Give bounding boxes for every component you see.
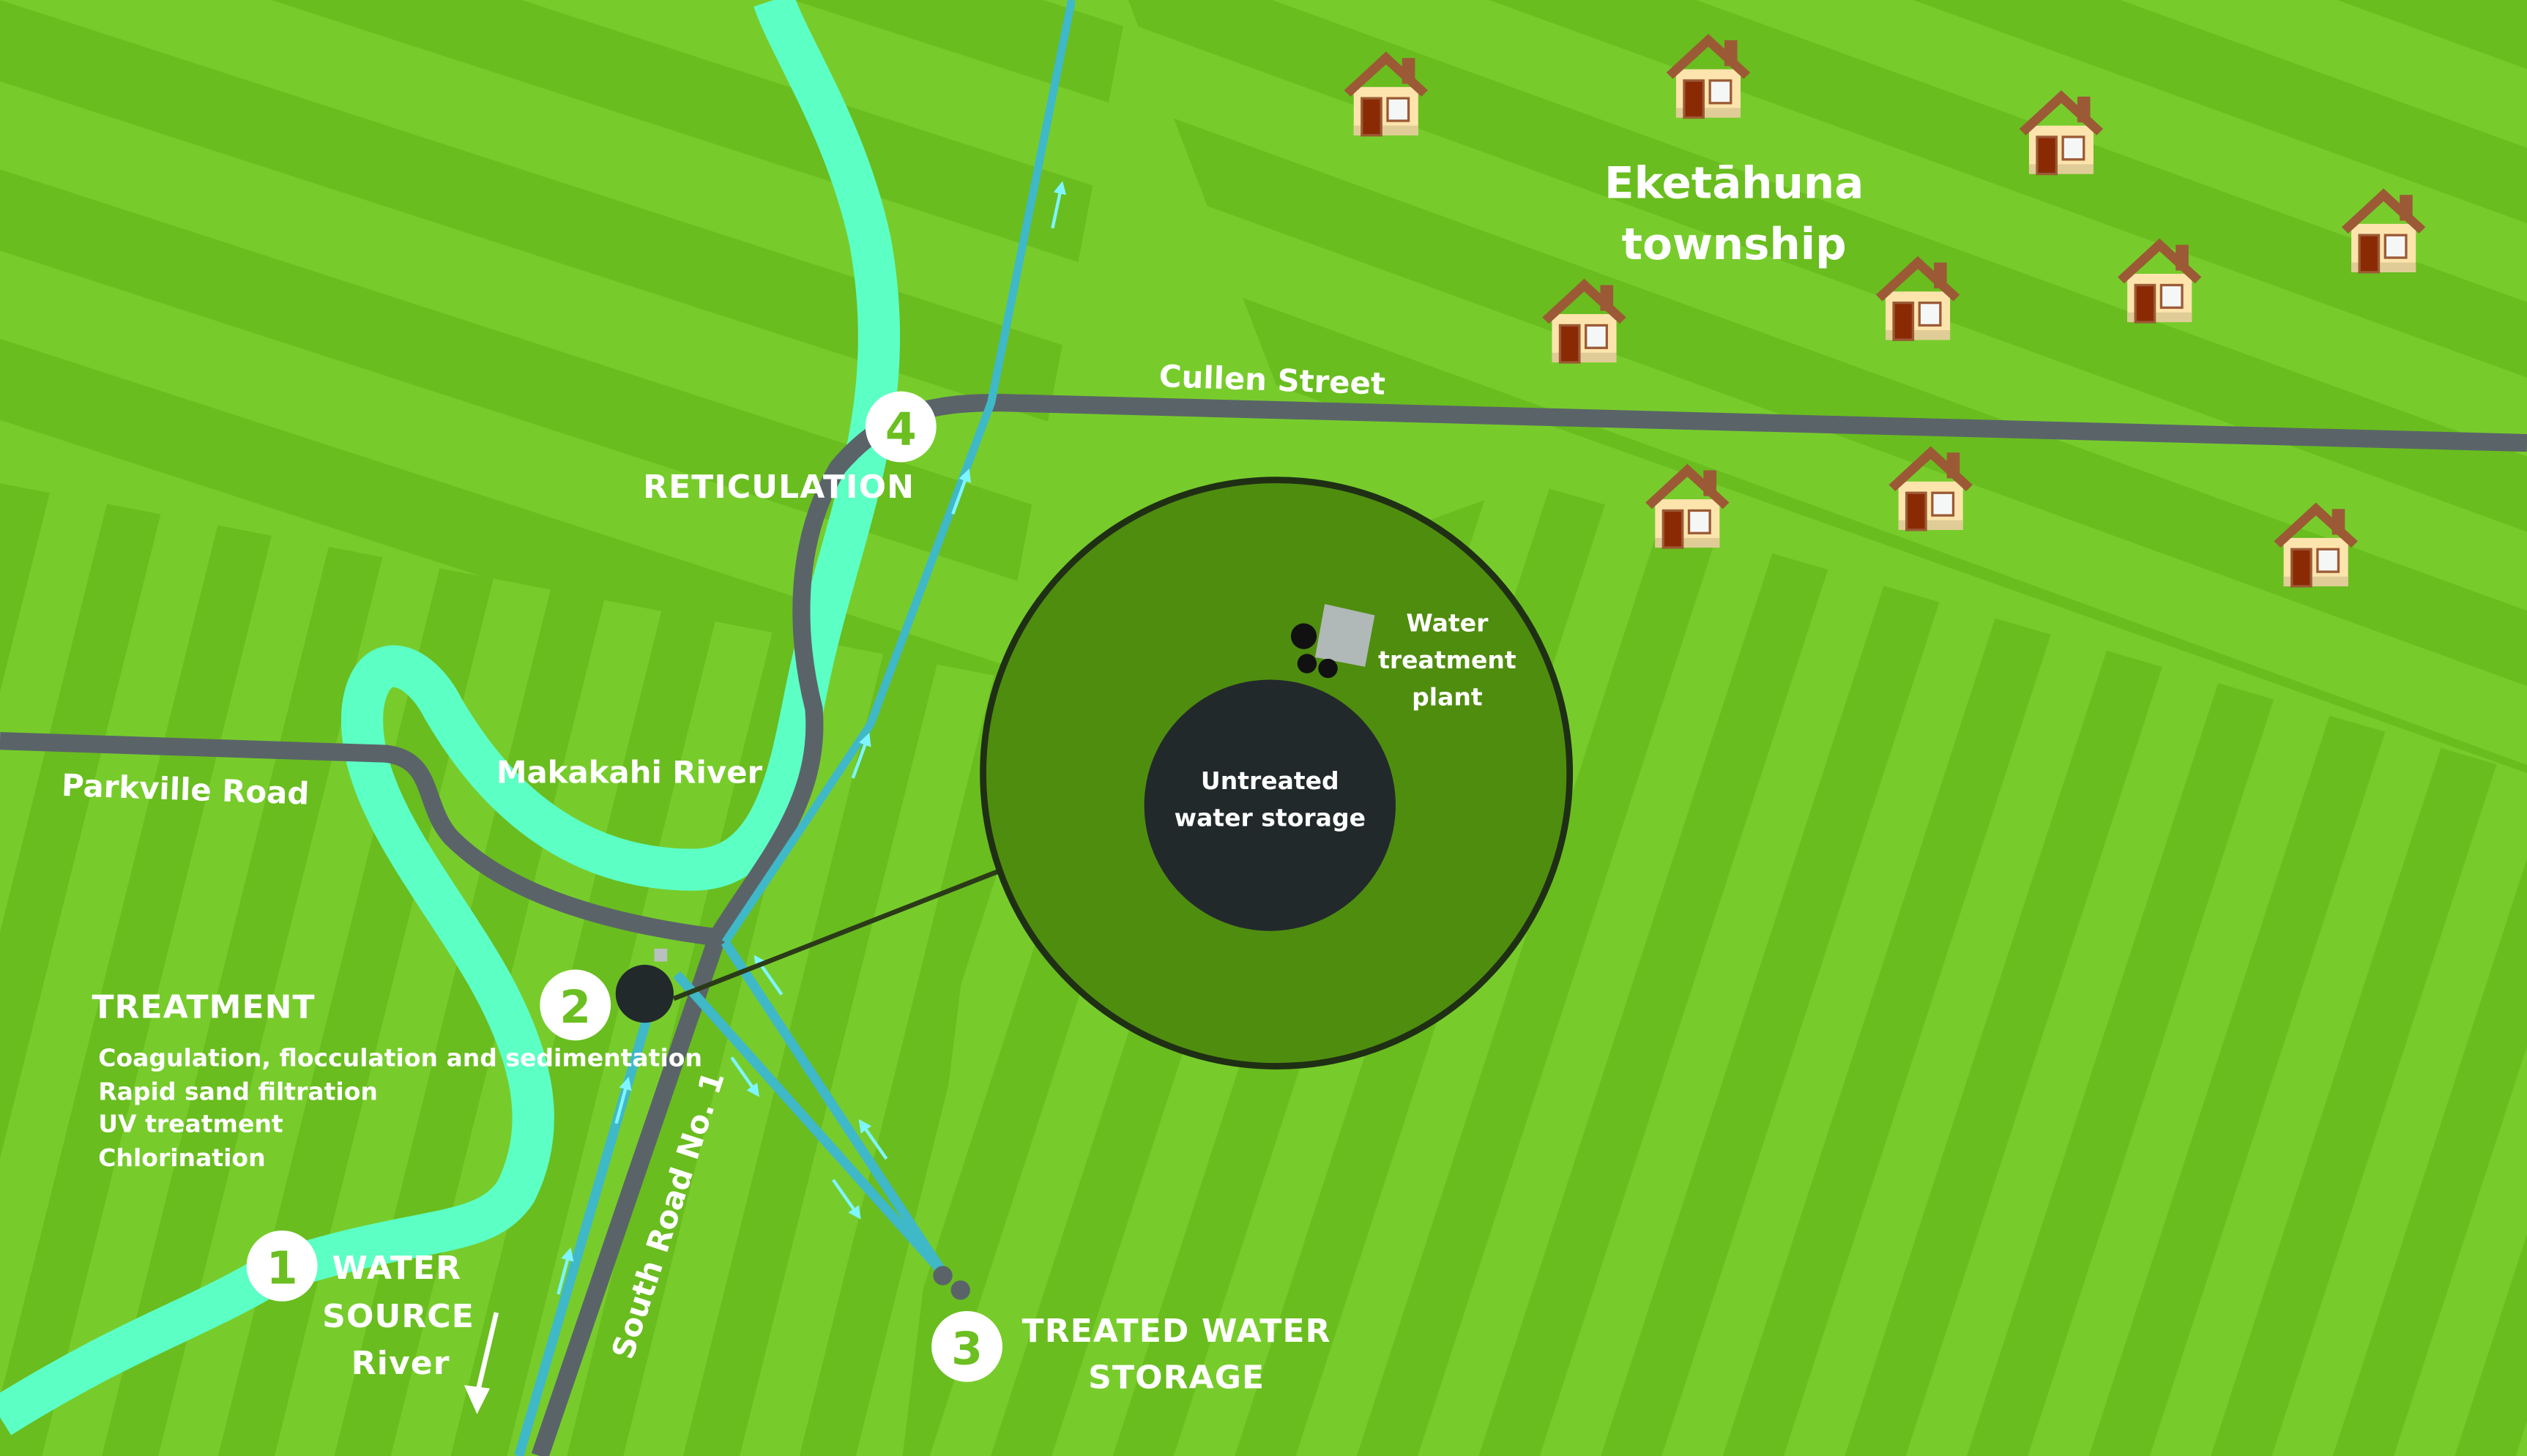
step-1-badge: [246, 1230, 318, 1302]
step-1-subtitle: River: [351, 1345, 450, 1382]
treatment-plant-marker: [615, 964, 674, 1023]
inset-leader-line: [672, 867, 1004, 1001]
process-item: Chlorination: [98, 1143, 265, 1172]
river-label: Makakahi River: [496, 754, 763, 790]
process-item: Rapid sand filtration: [98, 1078, 378, 1106]
step-1-number: 1: [267, 1242, 298, 1295]
storage-tank-marker: [950, 1280, 970, 1300]
down-flow-arrow-head: [464, 1385, 491, 1414]
step-4-number: 4: [885, 403, 917, 455]
plant-label-3: plant: [1412, 683, 1483, 712]
storage-label-1: Untreated: [1201, 766, 1339, 795]
plant-tank: [1318, 658, 1338, 679]
step-4-badge: [865, 391, 937, 463]
treatment-plant-building-small: [654, 948, 668, 962]
step-1-title-2: SOURCE: [322, 1298, 474, 1335]
process-item: Coagulation, flocculation and sedimentat…: [98, 1044, 702, 1072]
field-right-top: [1128, 0, 2527, 774]
step-2-title: TREATMENT: [92, 989, 315, 1026]
town-name-line2: township: [1622, 220, 1847, 270]
step-3-title-1: TREATED WATER: [1022, 1313, 1331, 1350]
step-3-title-2: STORAGE: [1088, 1359, 1265, 1397]
process-item: UV treatment: [98, 1110, 283, 1138]
parkville-road-label: Parkville Road: [61, 767, 310, 812]
pipe-to-treatment: [514, 981, 663, 1456]
cullen-street-label: Cullen Street: [1158, 358, 1386, 402]
step-4-title: RETICULATION: [643, 468, 915, 506]
storage-label-2: water storage: [1175, 804, 1366, 832]
step-3-badge: [931, 1310, 1002, 1382]
plant-tank: [1297, 654, 1317, 673]
step-2-number: 2: [559, 981, 591, 1034]
down-flow-arrow-icon: [474, 1312, 499, 1396]
pipe-reticulation: [721, 0, 1076, 945]
plant-tank: [1290, 623, 1317, 649]
treatment-plant-building: [1314, 604, 1375, 667]
parkville-road: [0, 732, 718, 947]
step-3-number: 3: [951, 1323, 983, 1375]
storage-tank-marker: [933, 1266, 953, 1285]
town-name-line1: Eketāhuna: [1604, 159, 1864, 209]
plant-label-1: Water: [1406, 608, 1489, 637]
plant-label-2: treatment: [1378, 646, 1516, 674]
untreated-water-storage: [1144, 679, 1396, 931]
step-1-title-1: WATER: [332, 1250, 461, 1287]
step-2-badge: [540, 969, 611, 1041]
